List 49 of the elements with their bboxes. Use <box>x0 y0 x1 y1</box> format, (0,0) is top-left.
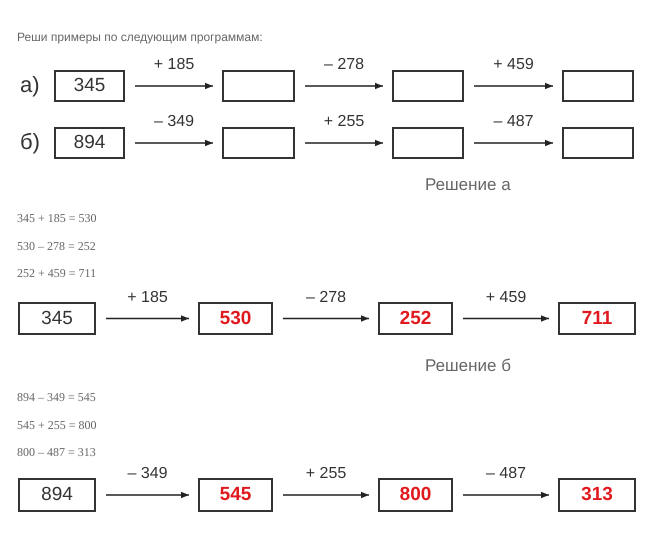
arrow <box>106 492 189 498</box>
arrow <box>305 82 383 90</box>
section-heading: Решение а <box>425 175 511 195</box>
arrow <box>474 140 553 146</box>
answer-box <box>562 70 634 102</box>
arrow <box>283 492 369 498</box>
equation: 800 – 487 = 313 <box>17 445 96 460</box>
result-number: 313 <box>581 484 613 506</box>
number-box <box>18 302 96 335</box>
answer-box <box>392 127 464 159</box>
equation: 894 – 349 = 545 <box>17 390 96 405</box>
number-box <box>198 478 273 512</box>
arrow <box>135 82 213 90</box>
start-number: 894 <box>41 484 73 506</box>
number-box <box>18 478 96 512</box>
number-box <box>198 302 273 335</box>
number-box <box>54 127 125 159</box>
equation: 530 – 278 = 252 <box>17 239 96 254</box>
equation: 545 + 255 = 800 <box>17 418 97 433</box>
start-number: 345 <box>74 75 106 97</box>
start-number: 345 <box>41 308 73 330</box>
row-label: а) <box>20 72 40 98</box>
result-number: 711 <box>582 308 612 330</box>
arrow <box>106 315 189 322</box>
arrow <box>474 82 553 90</box>
arrow <box>135 140 213 146</box>
number-box <box>558 478 636 512</box>
answer-box <box>562 127 634 159</box>
arrow <box>463 492 549 498</box>
arrow <box>283 315 369 322</box>
number-box <box>558 302 636 335</box>
answer-box <box>222 70 295 102</box>
start-number: 894 <box>74 132 106 154</box>
result-number: 800 <box>400 484 432 506</box>
number-box <box>378 302 453 335</box>
equation: 252 + 459 = 711 <box>17 266 96 281</box>
equation: 345 + 185 = 530 <box>17 211 97 226</box>
instruction-heading: Реши примеры по следующим программам: <box>17 30 263 44</box>
result-number: 545 <box>220 484 252 506</box>
arrow <box>305 140 383 146</box>
arrow <box>463 315 549 322</box>
number-box <box>378 478 453 512</box>
answer-box <box>392 70 464 102</box>
result-number: 530 <box>220 308 252 330</box>
section-heading: Решение б <box>425 356 511 376</box>
number-box <box>54 70 125 102</box>
row-label: б) <box>20 129 40 155</box>
answer-box <box>222 127 295 159</box>
result-number: 252 <box>400 308 432 330</box>
